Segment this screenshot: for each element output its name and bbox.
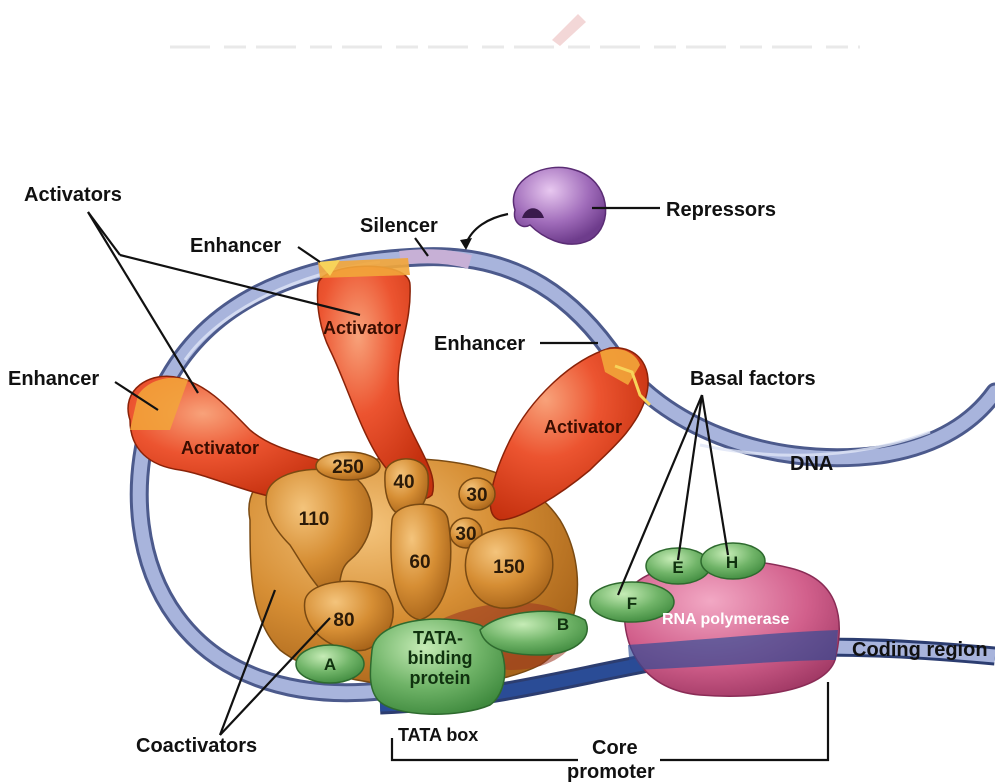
- label-coactivators: Coactivators: [136, 735, 257, 757]
- rna-polymerase: [624, 560, 839, 696]
- label-subunit-30-lower: 30: [455, 524, 476, 545]
- silencer-segment: [400, 256, 470, 262]
- label-enhancer-top: Enhancer: [190, 235, 281, 257]
- repressor-arrow: [466, 214, 508, 244]
- label-tbp-line3: protein: [410, 668, 471, 688]
- pointer-activators-split: [88, 212, 120, 255]
- label-basal-b: B: [557, 615, 569, 634]
- label-basal-e: E: [672, 558, 683, 577]
- label-core-promoter-line2: promoter: [567, 761, 655, 782]
- label-tbp-line1: TATA-: [413, 628, 463, 648]
- repressor-arrowhead: [460, 238, 472, 250]
- label-basal-h: H: [726, 553, 738, 572]
- pointer-enhancer-top: [298, 247, 320, 262]
- label-subunit-250: 250: [332, 457, 364, 478]
- repressor: [513, 167, 605, 244]
- label-dna: DNA: [790, 453, 833, 475]
- label-basal-factors: Basal factors: [690, 368, 816, 390]
- label-activator-right: Activator: [544, 417, 622, 437]
- label-basal-f: F: [627, 594, 637, 613]
- label-coding-region: Coding region: [852, 639, 988, 661]
- label-repressors: Repressors: [666, 199, 776, 221]
- label-subunit-80: 80: [333, 610, 354, 631]
- label-subunit-150: 150: [493, 557, 525, 578]
- label-tata-box: TATA box: [398, 725, 478, 745]
- label-tbp-line2: binding: [408, 648, 473, 668]
- label-subunit-110: 110: [299, 509, 330, 530]
- label-activator-left: Activator: [181, 438, 259, 458]
- pointer-activators-left: [88, 212, 198, 393]
- label-enhancer-left: Enhancer: [8, 368, 99, 390]
- label-activator-top: Activator: [323, 318, 401, 338]
- label-rna-polymerase: RNA polymerase: [662, 611, 790, 628]
- label-enhancer-right: Enhancer: [434, 333, 525, 355]
- label-basal-a: A: [324, 655, 336, 674]
- label-subunit-40: 40: [393, 472, 414, 493]
- label-subunit-30-upper: 30: [466, 485, 487, 506]
- faint-header-line: [170, 14, 860, 47]
- label-activators: Activators: [24, 184, 122, 206]
- label-subunit-60: 60: [409, 552, 430, 573]
- label-core-promoter-line1: Core: [592, 737, 638, 759]
- pointer-basal-h: [702, 395, 728, 555]
- label-silencer: Silencer: [360, 215, 438, 237]
